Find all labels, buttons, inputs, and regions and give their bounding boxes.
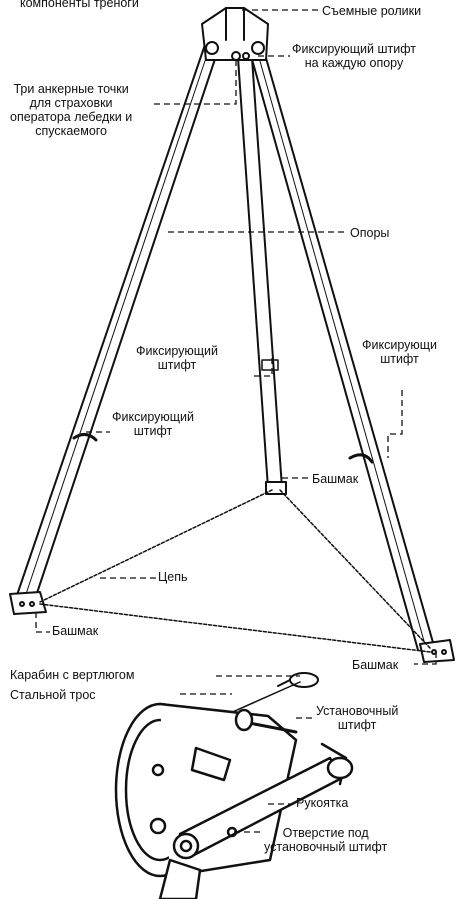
label-legs: Опоры <box>350 226 390 240</box>
chain <box>39 489 431 653</box>
right-leg <box>245 29 435 651</box>
label-chain: Цепь <box>158 570 188 584</box>
foot-left-shape <box>9 591 47 615</box>
label-fixing-pin-right: Фиксирующи штифт <box>362 338 438 366</box>
right-fixing-pin-clip <box>348 453 374 464</box>
label-foot-back: Башмак <box>312 472 359 486</box>
label-mounting-pin: Установочный штифт <box>316 704 399 732</box>
label-pin-hole: Отверстие под установочный штифт <box>264 826 388 854</box>
steel-cable <box>227 681 301 715</box>
label-removable-rollers: Съемные ролики <box>322 4 422 18</box>
label-fixing-pin-left: Фиксирующий штифт <box>112 410 195 438</box>
top-caption: компоненты треноги <box>20 0 139 10</box>
left-fixing-pin-clip <box>72 433 98 442</box>
label-handle: Рукоятка <box>296 796 349 810</box>
label-fixing-pin-center: Фиксирующий штифт <box>136 344 219 372</box>
label-foot-left: Башмак <box>52 624 99 638</box>
label-foot-right: Башмак <box>352 658 399 672</box>
foot-back-shape <box>265 481 287 495</box>
tripod-head <box>201 7 269 61</box>
winch <box>114 702 354 899</box>
center-leg <box>237 57 283 489</box>
label-fixing-pin-each-leg: Фиксирующий штифт на каждую опору <box>292 42 416 70</box>
label-steel-cable: Стальной трос <box>10 688 96 702</box>
left-leg <box>15 29 223 603</box>
label-three-anchor-points: Три анкерные точки для страховки операто… <box>10 82 133 138</box>
label-carabiner: Карабин с вертлюгом <box>10 668 135 682</box>
leader-lines <box>35 9 437 833</box>
carabiner-shape <box>277 672 319 688</box>
